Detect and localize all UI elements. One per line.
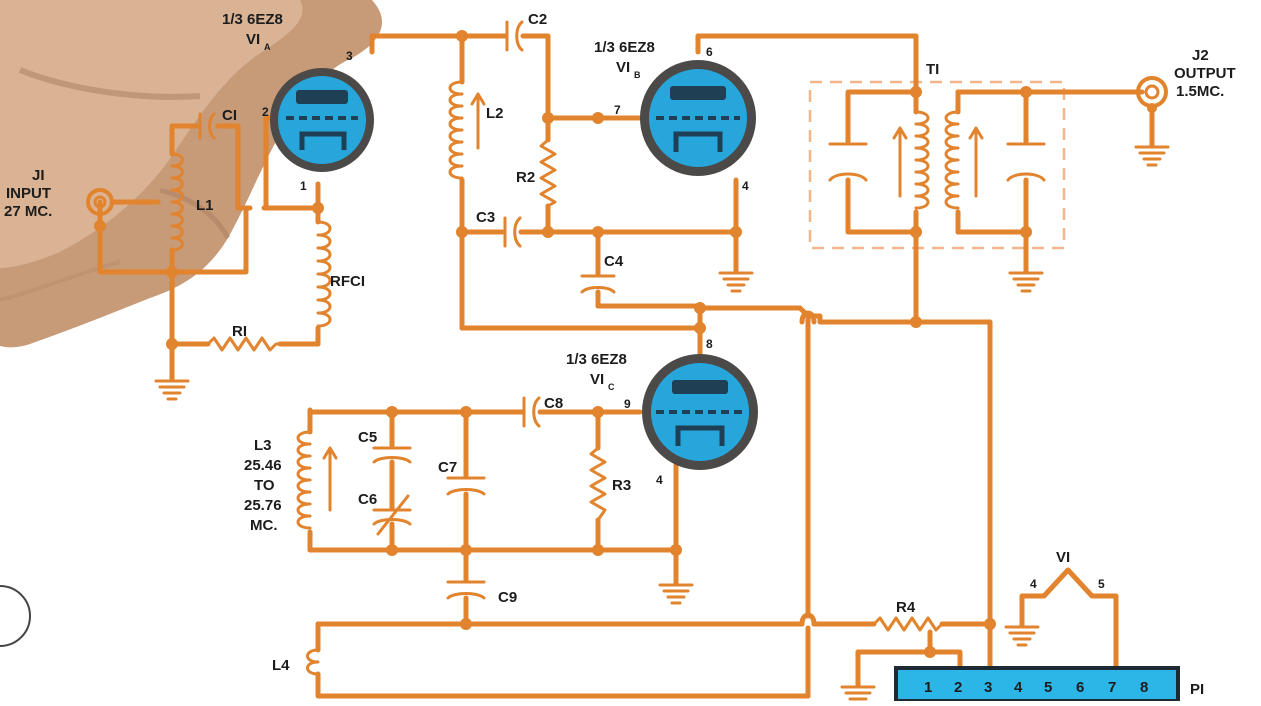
label-l4: L4 — [272, 657, 290, 674]
label-l2: L2 — [486, 105, 504, 122]
label-c7: C7 — [438, 459, 457, 476]
hand-photo — [0, 0, 383, 348]
label-r1: RI — [232, 323, 247, 340]
label-c4: C4 — [604, 253, 624, 270]
plug-pin-6: 6 — [1076, 679, 1084, 696]
tube-v1c-type: 1/3 6EZ8 — [566, 351, 627, 368]
tube-v1b-type: 1/3 6EZ8 — [594, 39, 655, 56]
plug-pin-8: 8 — [1140, 679, 1148, 696]
wire-crossovers — [799, 310, 817, 627]
resistor-r4 — [872, 616, 944, 632]
label-rfc1: RFCI — [330, 273, 365, 290]
label-j1-freq: 27 MC. — [4, 203, 52, 220]
tube-v1a-pin-grid: 2 — [262, 105, 269, 119]
label-j1-name: JI — [32, 167, 45, 184]
label-c1: CI — [222, 107, 237, 124]
plug-pin-2: 2 — [954, 679, 962, 696]
capacitor-c6-variable — [372, 494, 412, 536]
tube-v1b — [640, 60, 756, 176]
capacitor-c7 — [446, 476, 486, 496]
label-c9: C9 — [498, 589, 517, 606]
resistor-r2 — [539, 138, 557, 208]
plug-p1 — [894, 666, 1180, 703]
inductor-rfc1 — [316, 220, 332, 328]
tube-v1c-name: VI — [590, 371, 604, 388]
tube-v1a-pin-cathode: 1 — [300, 179, 307, 193]
resistor-r1 — [206, 336, 282, 352]
label-l1: L1 — [196, 197, 214, 214]
jack-j2-connector — [1136, 76, 1168, 108]
resistor-r3 — [589, 446, 607, 522]
label-j2-name: J2 — [1192, 47, 1209, 64]
tube-v1a-type: 1/3 6EZ8 — [222, 11, 283, 28]
inductor-l4 — [306, 648, 320, 676]
tube-v1b-pin-plate: 6 — [706, 45, 713, 59]
tube-v1a-pin-plate: 3 — [346, 49, 353, 63]
t1-shield-box — [808, 80, 1066, 250]
wiring — [97, 33, 1155, 699]
label-c5: C5 — [358, 429, 377, 446]
label-p1: PI — [1190, 681, 1204, 698]
tube-v1c — [642, 354, 758, 470]
plug-pin-3: 3 — [984, 679, 992, 696]
label-j2-freq: 1.5MC. — [1176, 83, 1224, 100]
tube-v1b-sub: B — [634, 70, 641, 80]
transformer-t1-primary-coil — [892, 110, 930, 210]
plug-pin-5: 5 — [1044, 679, 1052, 696]
tube-v1b-name: VI — [616, 59, 630, 76]
capacitor-t1-secondary — [1006, 142, 1046, 182]
label-t1: TI — [926, 61, 939, 78]
capacitor-c4 — [580, 274, 616, 294]
tube-v1c-pin-cathode: 4 — [656, 473, 663, 487]
label-l3-name: L3 — [254, 437, 272, 454]
edge-mark — [0, 585, 31, 647]
label-c6: C6 — [358, 491, 377, 508]
tube-v1b-pin-cathode: 4 — [742, 179, 749, 193]
label-c8: C8 — [544, 395, 563, 412]
plug-pin-4: 4 — [1014, 679, 1023, 696]
label-r2: R2 — [516, 169, 535, 186]
label-c3: C3 — [476, 209, 495, 226]
tube-v1b-pin-grid: 7 — [614, 103, 621, 117]
label-r3: R3 — [612, 477, 631, 494]
label-heater-pin-left: 4 — [1030, 577, 1037, 591]
plug-pin-1: 1 — [924, 679, 932, 696]
capacitor-c8 — [522, 396, 541, 428]
tube-v1c-sub: C — [608, 382, 615, 392]
label-j1-function: INPUT — [6, 185, 51, 202]
label-j2-function: OUTPUT — [1174, 65, 1236, 82]
label-heater-pin-right: 5 — [1098, 577, 1105, 591]
plug-pin-7: 7 — [1108, 679, 1116, 696]
label-r4: R4 — [896, 599, 916, 616]
tube-v1a — [270, 68, 374, 172]
tube-v1a-sub: A — [264, 42, 271, 52]
inductor-l3 — [296, 430, 338, 530]
capacitor-c3 — [503, 216, 522, 248]
capacitor-c9 — [446, 580, 486, 600]
label-c2: C2 — [528, 11, 547, 28]
capacitor-c1 — [198, 112, 216, 140]
tube-v1a-name: VI — [246, 31, 260, 48]
inductor-l2 — [448, 80, 486, 180]
label-heater-name: VI — [1056, 549, 1070, 566]
inductor-l1 — [170, 152, 184, 252]
jack-j1-connector — [86, 188, 114, 216]
transformer-t1-secondary-coil — [944, 110, 984, 210]
label-l3-to: TO — [254, 477, 275, 494]
capacitor-c2 — [505, 20, 524, 52]
label-l3-unit: MC. — [250, 517, 278, 534]
capacitor-c5 — [372, 446, 412, 464]
tube-v1c-pin-plate: 8 — [706, 337, 713, 351]
capacitor-t1-primary — [828, 142, 868, 182]
label-l3-freq-high: 25.76 — [244, 497, 282, 514]
label-l3-freq-low: 25.46 — [244, 457, 282, 474]
tube-v1c-pin-grid: 9 — [624, 397, 631, 411]
